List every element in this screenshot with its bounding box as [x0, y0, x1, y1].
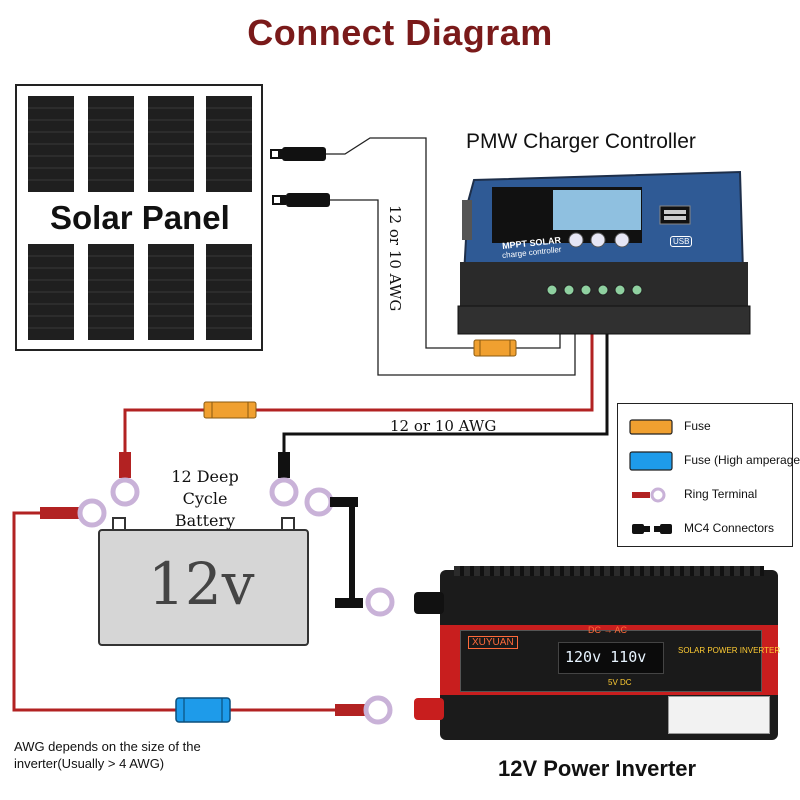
- terminal-screw: [563, 284, 575, 296]
- legend-label: Ring Terminal: [684, 487, 758, 501]
- inverter-title: 12V Power Inverter: [498, 756, 697, 781]
- ring-terminal-battery-pos: [40, 498, 107, 528]
- panel-wire-fuse-out: [516, 330, 561, 349]
- legend-label: MC4 Connectors: [684, 521, 775, 535]
- battery-wire-awg-label: 12 or 10 AWG: [390, 417, 497, 435]
- solar-cells: [28, 96, 252, 340]
- panel-fuse: [473, 339, 517, 357]
- fuse-high-swatch-icon: [629, 451, 673, 471]
- panel-wire-awg-label: 12 or 10 AWG: [386, 205, 404, 312]
- battery-title: 12 Deep Cycle Battery: [171, 467, 239, 530]
- inverter-fin-top: [454, 566, 764, 576]
- ring-terminal-swatch-icon: [632, 487, 666, 503]
- ring-terminal-ctrl-neg: [269, 452, 299, 507]
- controller-title: PMW Charger Controller: [466, 130, 696, 153]
- inverter-mode: DC → AC: [588, 625, 628, 635]
- legend-label: Fuse (High amperage): [684, 453, 800, 467]
- battery: [98, 517, 309, 646]
- inverter-wire-negative: [304, 487, 395, 617]
- terminal-screw: [580, 284, 592, 296]
- controller-usb-badge: USB: [670, 236, 693, 247]
- panel-wire-top: [326, 137, 474, 349]
- legend: Fuse Fuse (High amperage) Ring Terminal …: [617, 403, 800, 547]
- terminal-screw: [597, 284, 609, 296]
- mc4-connector-bottom: [272, 193, 330, 207]
- inverter-fuse-high: [175, 697, 231, 723]
- inverter-display: 120v 110v: [558, 642, 664, 674]
- terminal-screw: [631, 284, 643, 296]
- battery-wire-positive: [123, 330, 594, 455]
- inverter-display-readout: 120v 110v: [565, 648, 647, 666]
- inverter-positive-terminal: [414, 698, 444, 720]
- diagram-title: Connect Diagram: [247, 12, 553, 53]
- charge-controller: [457, 170, 751, 335]
- battery-voltage: 12v: [148, 550, 255, 618]
- mc4-connector-top: [270, 147, 326, 161]
- terminal-screw: [614, 284, 626, 296]
- controller-terminals: [546, 284, 643, 296]
- inverter-brand: XUYUAN: [468, 636, 518, 649]
- inverter-warning-label: [668, 696, 770, 734]
- fuse-swatch-icon: [629, 419, 673, 435]
- inverter-negative-terminal: [414, 592, 444, 614]
- panel-wire-bottom: [330, 199, 576, 376]
- mc4-swatch-icon: [632, 524, 672, 534]
- ring-terminal-ctrl-pos: [110, 452, 140, 507]
- inverter-badge: SOLAR POWER INVERTER: [678, 646, 781, 655]
- inverter-dc-label: 5V DC: [608, 678, 632, 687]
- awg-note: AWG depends on the size of the inverter(…: [14, 739, 201, 771]
- ring-terminal-inverter-pos: [335, 695, 393, 725]
- solar-panel-label: Solar Panel: [44, 199, 236, 237]
- battery-fuse: [203, 401, 257, 419]
- legend-label: Fuse: [684, 419, 711, 433]
- inverter: XUYUAN DC → AC 120v 110v SOLAR POWER INV…: [414, 566, 781, 740]
- inverter-panel: [460, 630, 762, 692]
- terminal-screw: [546, 284, 558, 296]
- battery-wire-negative: [282, 330, 609, 455]
